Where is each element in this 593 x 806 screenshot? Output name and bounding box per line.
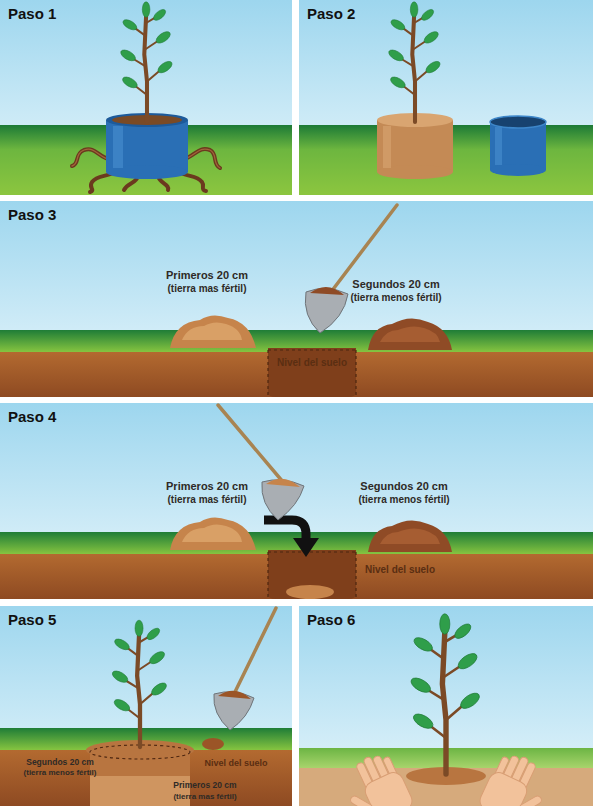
right-hand — [477, 748, 557, 806]
empty-pot — [490, 116, 546, 176]
empty-pot — [490, 164, 546, 176]
left-hand — [362, 769, 415, 806]
shovel — [218, 691, 251, 699]
tree — [119, 2, 174, 122]
left-hand — [349, 795, 374, 806]
panel-5-scene — [0, 606, 292, 806]
soil-note: (tierra mas fértil) — [168, 495, 247, 506]
ground-level-label: Nivel del suelo — [277, 358, 347, 369]
panel-6-scene — [299, 606, 593, 806]
tree — [409, 614, 482, 774]
soil-note: (tierra menos fértil) — [24, 769, 97, 777]
tree — [387, 2, 442, 122]
step-panel: Paso 2 — [299, 0, 593, 195]
root-ball — [383, 126, 391, 168]
shovel — [310, 287, 344, 295]
right-hand — [477, 769, 530, 806]
panel-2-scene — [299, 0, 593, 195]
step-panel: Paso 4 — [0, 403, 593, 600]
soil-label: Primeros 20 cm — [166, 270, 248, 282]
panel-1-scene — [0, 0, 292, 195]
curved-arrow — [264, 520, 306, 540]
soil-note: (tierra menos fértil) — [358, 495, 449, 506]
tree — [111, 620, 169, 747]
soil-note: (tierra menos fértil) — [350, 293, 441, 304]
step-panel: Paso 1 — [0, 0, 292, 195]
soil-label: Primeros 20 cm — [166, 481, 248, 493]
soil-clump — [202, 738, 224, 750]
right-hand — [518, 795, 543, 806]
panel-4-scene — [0, 403, 593, 599]
left-hand — [335, 748, 415, 806]
curved-arrow — [293, 538, 319, 557]
panel-6-scene — [299, 606, 593, 806]
step-heading: Paso 5 — [8, 611, 56, 628]
shovel — [266, 479, 300, 487]
step-heading: Paso 4 — [8, 408, 56, 425]
step-heading: Paso 2 — [307, 5, 355, 22]
ground-level-label: Nivel del suelo — [204, 759, 267, 768]
curved-arrow — [264, 520, 319, 557]
soil-label: Segundos 20 cm — [360, 481, 447, 493]
panel-5-scene — [0, 606, 292, 806]
root-ball — [377, 120, 453, 172]
step-panel: Paso 6 — [299, 606, 593, 806]
fertile-soil — [286, 585, 334, 599]
step-heading: Paso 6 — [307, 611, 355, 628]
panel-1-scene — [0, 0, 292, 195]
empty-pot — [490, 122, 546, 170]
blue-pot — [106, 120, 188, 172]
soil-label: Segundos 20 cm — [26, 758, 94, 767]
panel-3-scene — [0, 201, 593, 397]
empty-pot — [490, 116, 546, 128]
ground-scene — [0, 201, 593, 397]
shovel — [305, 205, 397, 333]
step-heading: Paso 1 — [8, 5, 56, 22]
ground-scene — [0, 403, 593, 599]
soil-note: (tierra mas fértil) — [168, 284, 247, 295]
blue-pot — [113, 126, 123, 168]
soil-label: Primeros 20 cm — [173, 781, 236, 790]
shovel — [218, 405, 283, 482]
panel-2-scene — [299, 0, 593, 195]
soil-label: Segundos 20 cm — [352, 279, 439, 291]
shovel — [214, 608, 276, 730]
soil-note: (tierra mas fértil) — [173, 793, 236, 801]
empty-pot — [495, 127, 502, 165]
shovel — [305, 288, 348, 333]
step-heading: Paso 3 — [8, 206, 56, 223]
ground-level-label: Nivel del suelo — [365, 565, 435, 576]
shovel — [234, 608, 276, 694]
